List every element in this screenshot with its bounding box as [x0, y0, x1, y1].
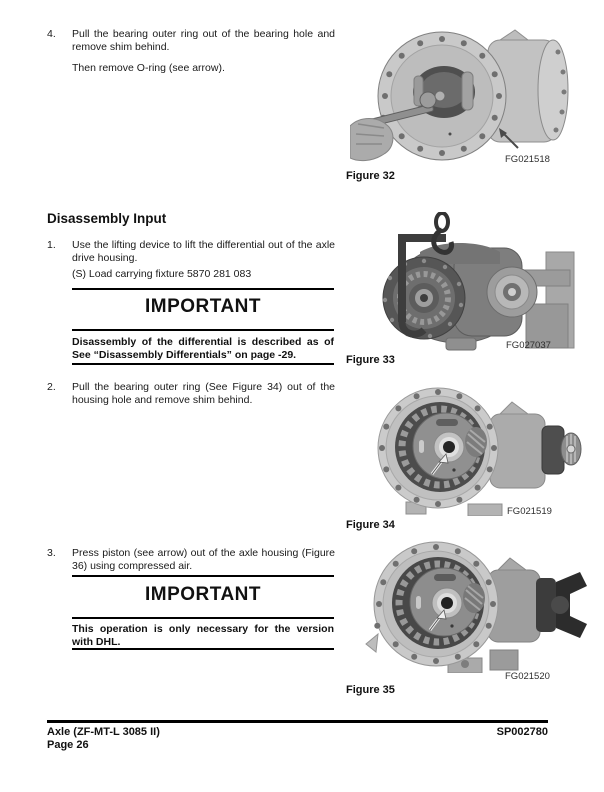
figure-35-image: FG021520 — [350, 538, 592, 682]
step-4-text: Pull the bearing outer ring out of the b… — [72, 28, 335, 53]
step-1-tool-note: (S) Load carrying fixture 5870 281 083 — [72, 268, 252, 280]
bearing-cover-pull-photo — [350, 29, 569, 162]
step-3-text: Press piston (see arrow) out of the axle… — [72, 547, 335, 572]
step-3-number: 3. — [47, 547, 56, 559]
important-1-rule-mid — [72, 329, 334, 331]
axle-housing-front-photo — [377, 387, 582, 516]
step-1-text: Use the lifting device to lift the diffe… — [72, 239, 335, 264]
footer-doc-title: Axle (ZF-MT-L 3085 II) — [47, 726, 160, 738]
section-heading: Disassembly Input — [47, 211, 167, 226]
footer-rule — [47, 720, 548, 723]
figure-32-code: FG021518 — [505, 154, 550, 165]
important-2-title: IMPORTANT — [144, 584, 262, 605]
footer-doc-code: SP002780 — [496, 726, 548, 738]
important-1-rule-top — [72, 288, 334, 290]
footer-page-number: Page 26 — [47, 739, 89, 751]
figure-33-code: FG027037 — [506, 340, 551, 351]
figure-33-caption: Figure 33 — [346, 354, 395, 366]
figure-35-caption: Figure 35 — [346, 684, 395, 696]
important-2-body: This operation is only necessary for the… — [72, 623, 334, 648]
step-2-text: Pull the bearing outer ring (See Figure … — [72, 381, 335, 406]
important-1-rule-bottom — [72, 363, 334, 365]
figure-33-image: FG027037 — [350, 212, 595, 352]
important-1-title: IMPORTANT — [144, 296, 262, 317]
figure-35-code: FG021520 — [505, 671, 550, 682]
important-2-rule-top — [72, 575, 334, 577]
step-4-number: 4. — [47, 28, 56, 40]
figure-32-caption: Figure 32 — [346, 170, 395, 182]
step-2-number: 2. — [47, 381, 56, 393]
step-1-number: 1. — [47, 239, 56, 251]
figure-34-caption: Figure 34 — [346, 519, 395, 531]
axle-housing-yoke-photo — [365, 541, 587, 673]
figure-34-code: FG021519 — [507, 506, 552, 517]
differential-lifting-photo — [382, 212, 575, 351]
step-4-text-2: Then remove O-ring (see arrow). — [72, 62, 225, 74]
important-2-rule-mid — [72, 617, 334, 619]
important-2-rule-bottom — [72, 648, 334, 650]
figure-32-image: FG021518 — [350, 24, 593, 168]
important-1-body: Disassembly of the differential is descr… — [72, 336, 334, 361]
figure-34-image: FG021519 — [350, 384, 592, 517]
